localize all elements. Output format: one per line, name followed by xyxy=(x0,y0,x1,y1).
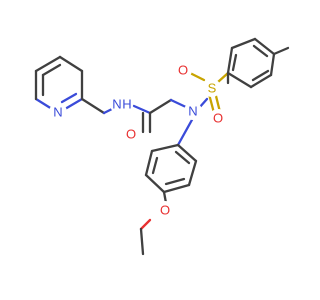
atom-label-o: O xyxy=(178,63,188,78)
atom-label-n: N xyxy=(188,104,197,119)
bond xyxy=(58,55,84,73)
bond xyxy=(176,143,198,163)
bond xyxy=(164,177,186,186)
bond xyxy=(150,143,180,153)
methylene-amide-chain xyxy=(80,97,190,134)
bond xyxy=(207,92,216,115)
ethyl-chain xyxy=(139,218,152,256)
atom-label-o: O xyxy=(126,127,136,142)
bond xyxy=(251,69,270,82)
bond xyxy=(188,71,206,82)
bond xyxy=(252,44,269,58)
molecule-structure-diagram: N N H O N S O O O xyxy=(34,37,290,256)
bond xyxy=(231,53,238,72)
bond xyxy=(34,97,54,111)
bond xyxy=(60,92,78,104)
bond xyxy=(132,104,152,115)
bond xyxy=(144,149,154,177)
bond xyxy=(174,150,191,165)
bond xyxy=(226,46,234,75)
atom-sulfur: S xyxy=(203,79,221,97)
atom-ether-oxygen: O xyxy=(156,201,174,219)
atom-label-background xyxy=(184,102,202,120)
atom-label-o: O xyxy=(213,111,223,126)
bond xyxy=(41,63,62,77)
bond xyxy=(226,71,253,89)
atom-label-h: H xyxy=(122,97,131,112)
bond xyxy=(63,97,84,111)
bond xyxy=(162,183,191,194)
atom-label-background xyxy=(156,201,174,219)
atom-amide-oxygen: O xyxy=(122,125,140,143)
bond xyxy=(80,97,106,115)
atom-label-background xyxy=(209,109,227,127)
tolyl-ring xyxy=(226,37,290,89)
bond xyxy=(230,37,257,50)
bond xyxy=(144,173,166,194)
bond xyxy=(269,52,276,77)
bond xyxy=(253,37,276,56)
atom-label-background xyxy=(122,125,140,143)
bond xyxy=(272,46,290,56)
atom-sulfonyl-oxygen-left: O xyxy=(174,61,192,79)
atom-label-background xyxy=(203,79,221,97)
atom-label-background xyxy=(49,103,67,121)
atom-label-o: O xyxy=(160,203,170,218)
bond xyxy=(148,98,173,115)
bond xyxy=(139,218,152,231)
bond xyxy=(216,71,230,84)
pyridine-ring xyxy=(34,55,84,111)
atom-pyridine-nitrogen: N xyxy=(49,103,67,121)
ethoxyphenyl-ring xyxy=(144,116,198,217)
atom-label-n: N xyxy=(112,97,121,112)
bond xyxy=(249,73,273,89)
atom-label-background xyxy=(110,93,132,115)
bond xyxy=(151,156,159,175)
atom-label-background xyxy=(174,61,192,79)
bond xyxy=(34,55,62,73)
atom-label-s: S xyxy=(208,81,217,96)
bond xyxy=(139,227,145,256)
atom-sulfonamide-nitrogen: N xyxy=(184,102,202,120)
atom-label-n: N xyxy=(53,105,62,120)
atom-amide-nitrogen: N H xyxy=(110,93,132,115)
bond xyxy=(187,159,198,187)
bond xyxy=(176,116,195,147)
atom-sulfonyl-oxygen-right: O xyxy=(209,109,227,127)
